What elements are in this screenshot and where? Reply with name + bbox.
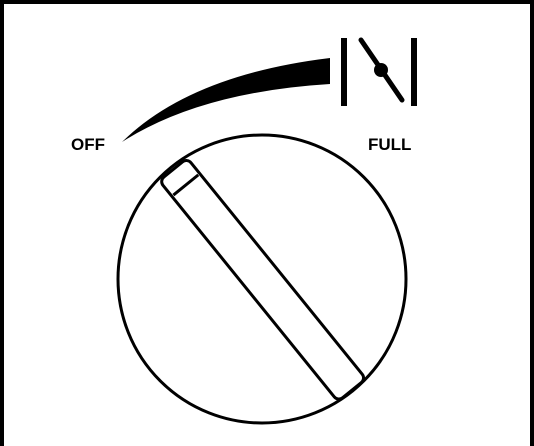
butterfly-valve-icon <box>341 38 417 106</box>
full-label: FULL <box>368 135 411 154</box>
range-wedge-icon <box>122 58 330 142</box>
off-label: OFF <box>71 135 105 154</box>
